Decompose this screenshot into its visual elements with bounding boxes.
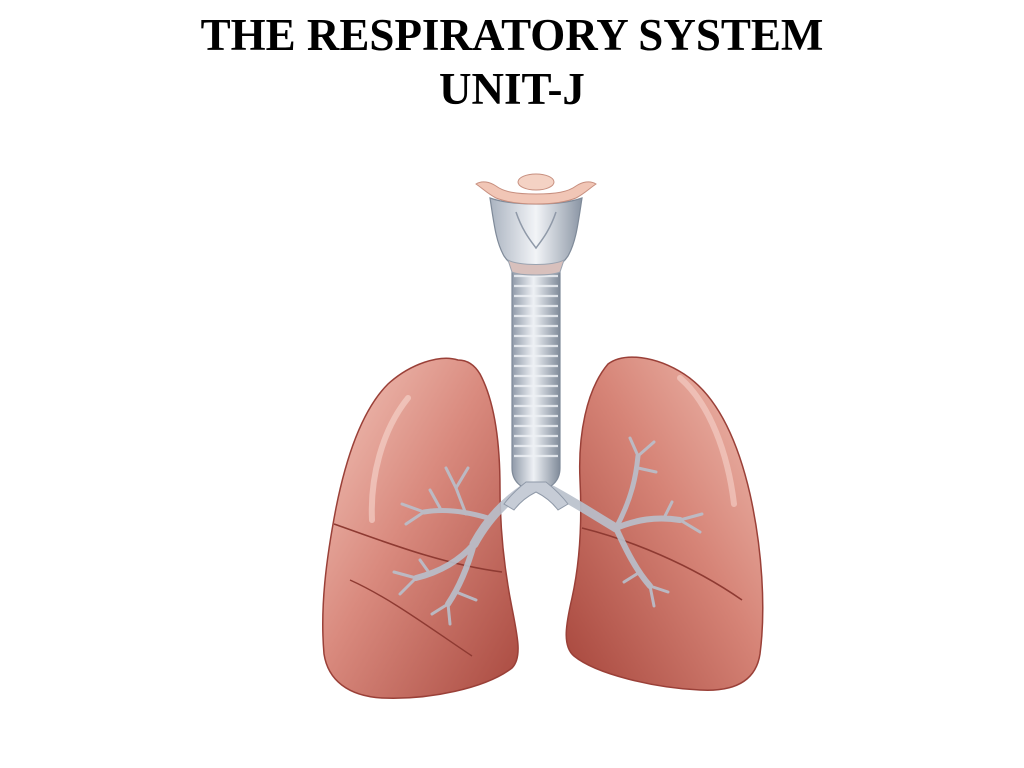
trachea bbox=[503, 263, 569, 511]
hyoid-bone bbox=[475, 173, 597, 205]
left-bronchial-tree bbox=[392, 466, 527, 626]
right-lung bbox=[565, 356, 764, 691]
right-bronchial-tree bbox=[547, 436, 704, 608]
left-lung bbox=[322, 357, 519, 699]
slide-title-line-1: THE RESPIRATORY SYSTEM bbox=[200, 10, 824, 60]
lungs-icon bbox=[322, 173, 764, 699]
larynx bbox=[489, 197, 583, 276]
slide-title-line-2: UNIT-J bbox=[439, 64, 585, 114]
slide-title: THE RESPIRATORY SYSTEM UNIT-J bbox=[0, 8, 1024, 116]
